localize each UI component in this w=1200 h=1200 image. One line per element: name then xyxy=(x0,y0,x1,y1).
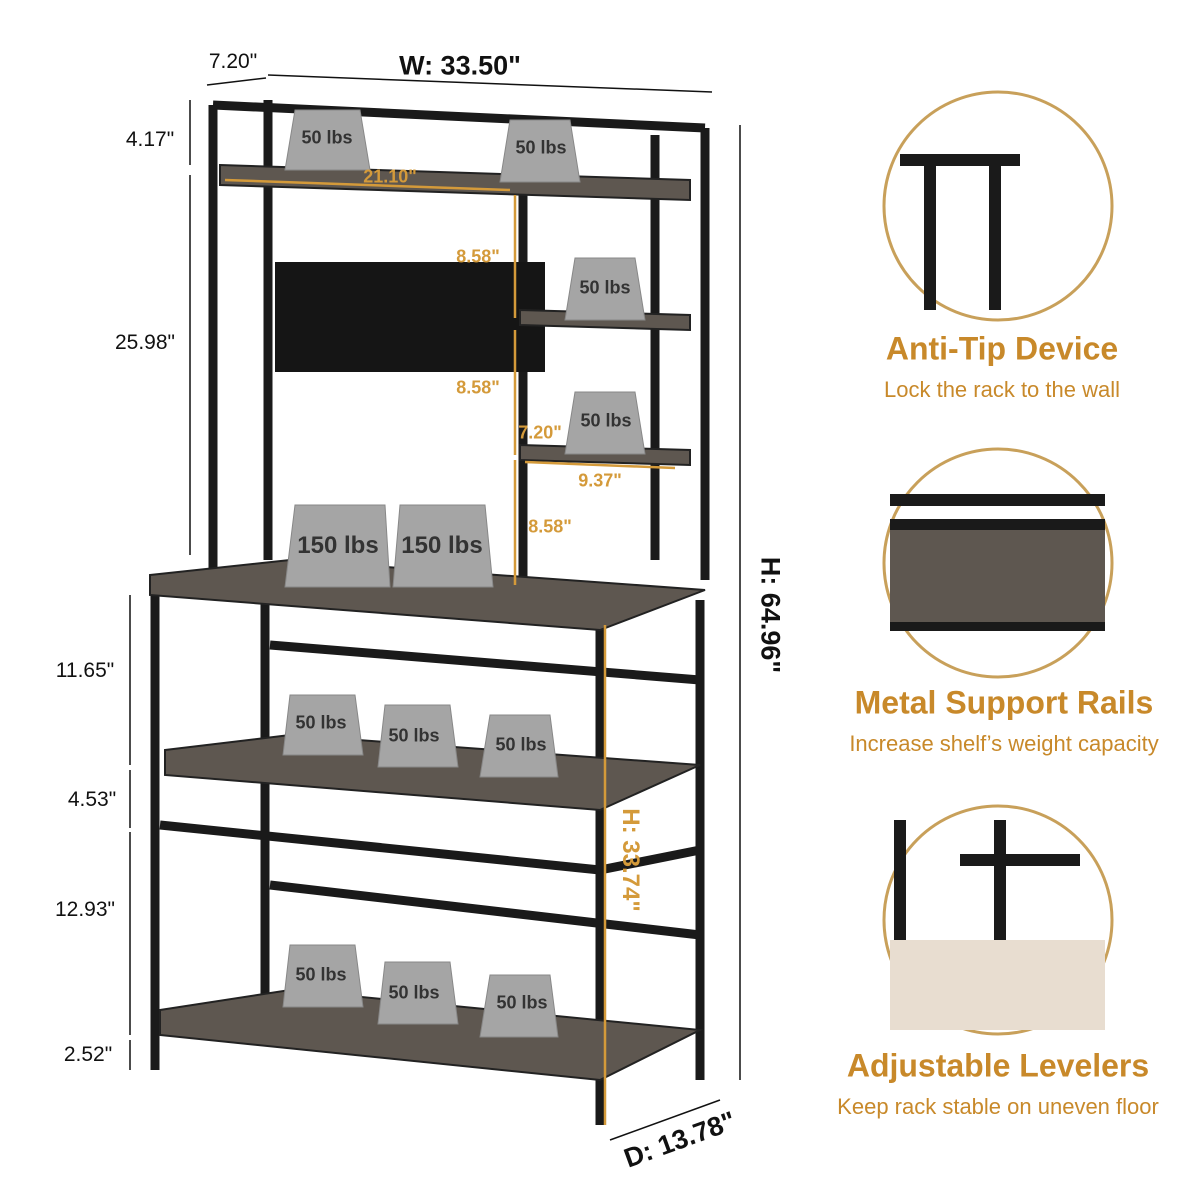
weight-label: 50 lbs xyxy=(495,734,547,755)
accent-dimension-lines xyxy=(224,178,676,1125)
dim-top-depth: 7.20" xyxy=(208,50,258,73)
feature-subtitle: Lock the rack to the wall xyxy=(883,377,1121,402)
dim-width: W: 33.50" xyxy=(399,50,521,81)
dim-side-width: 9.37" xyxy=(578,470,622,491)
weight-label: 50 lbs xyxy=(515,137,567,158)
weight-blocks xyxy=(282,109,646,1038)
dim-top-rail: 4.17" xyxy=(125,128,175,151)
floor xyxy=(890,940,1105,1030)
weight-label: 50 lbs xyxy=(388,982,440,1003)
dim-upper-height: 25.98" xyxy=(114,331,176,354)
dim-lower-1: 11.65" xyxy=(55,659,115,682)
weight-label: 50 lbs xyxy=(295,964,347,985)
dim-lower-3: 12.93" xyxy=(54,898,116,921)
dim-hanger-width: 21.10" xyxy=(363,166,417,187)
feature-title: Adjustable Levelers xyxy=(846,1047,1150,1084)
dim-lower-2: 4.53" xyxy=(67,788,117,811)
dim-side-depth: 7.20" xyxy=(518,422,562,443)
feature-title: Metal Support Rails xyxy=(854,684,1154,721)
dim-side-gap-1: 8.58" xyxy=(456,246,500,267)
feature-subtitle: Keep rack stable on uneven floor xyxy=(837,1094,1159,1119)
weight-label: 50 lbs xyxy=(580,410,632,431)
weight-label: 50 lbs xyxy=(496,992,548,1013)
dim-side-gap-3: 8.58" xyxy=(528,516,572,537)
weight-label: 150 lbs xyxy=(297,532,379,559)
weight-label: 50 lbs xyxy=(388,725,440,746)
dimension-lines xyxy=(129,74,741,1141)
weight-label: 150 lbs xyxy=(401,532,483,559)
dim-counter-height: H: 33.74" xyxy=(617,808,644,912)
dim-height: H: 64.96" xyxy=(755,556,786,674)
dim-side-gap-2: 8.58" xyxy=(456,377,500,398)
weight-label: 50 lbs xyxy=(579,277,631,298)
weight-label: 50 lbs xyxy=(295,712,347,733)
feature-subtitle: Increase shelf’s weight capacity xyxy=(849,731,1159,756)
pegboard xyxy=(275,262,545,372)
rail-wood xyxy=(890,530,1105,622)
weight-label: 50 lbs xyxy=(301,127,353,148)
dim-foot: 2.52" xyxy=(63,1043,113,1066)
feature-title: Anti-Tip Device xyxy=(885,330,1119,367)
